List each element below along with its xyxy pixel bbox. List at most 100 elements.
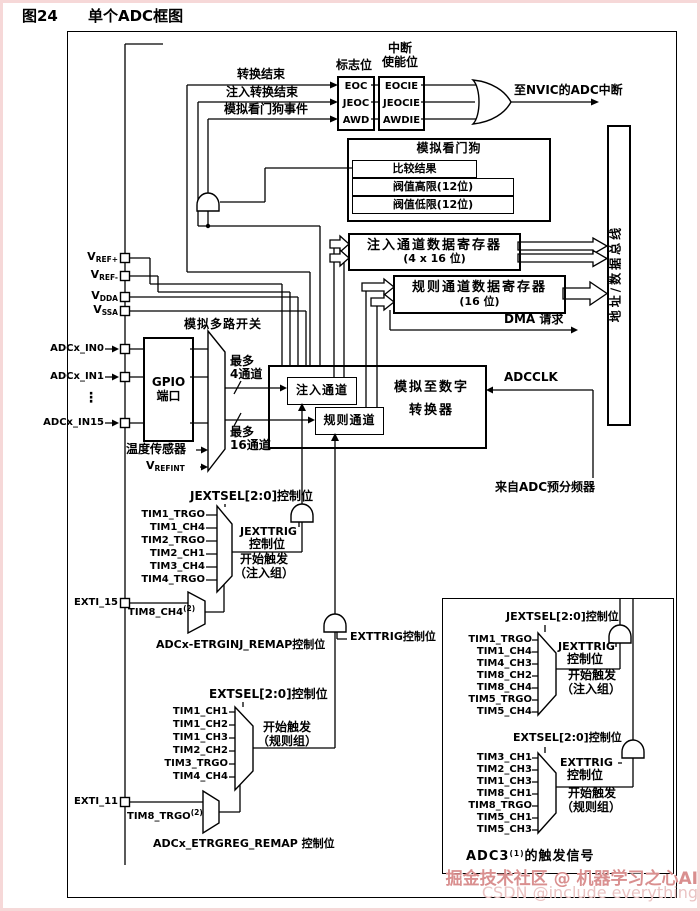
adc3-jexttrig-label-2: 控制位 (567, 652, 604, 666)
tim8-trgo-label: TIM8_TRGO(2) (127, 808, 203, 822)
adc3-inj-input-2: TIM4_CH3 (476, 658, 532, 669)
adc3-reg-start-1: 开始触发 (568, 786, 617, 800)
prescaler-label: 来自ADC预分频器 (495, 480, 596, 494)
watchdog-high-label: 阀值高限(12位) (392, 179, 474, 193)
adcclk-label: ADCCLK (504, 370, 558, 384)
jexttrig-gate (290, 503, 314, 523)
adc3-exttrig-gate (621, 739, 645, 759)
pin-ellipsis: ⋮ (84, 390, 98, 406)
watchdog-box: 模拟看门狗 (347, 138, 551, 222)
exttrig-gate (323, 613, 347, 633)
reg-reg-to-bus-arrow (562, 280, 609, 307)
adc3-inj-input-4: TIM8_CH4 (476, 682, 532, 693)
reg-input-4: TIM3_TRGO (164, 758, 228, 769)
adc-converter-box (268, 365, 487, 449)
etrgreg-remap-label: ADCx_ETRGREG_REMAP 控制位 (153, 837, 335, 850)
injected-channel-box: 注入通道 (287, 377, 357, 405)
adc3-reg-input-6: TIM5_CH3 (476, 824, 532, 835)
reg-remap-mux (202, 789, 220, 835)
adc3-reg-input-3: TIM8_CH1 (476, 788, 532, 799)
inj-ch-to-reg-arrow-2 (329, 248, 350, 268)
inj-ch-to-reg-arrow-1 (329, 234, 350, 254)
max4-label-1: 最多 (230, 354, 255, 368)
regular-register-size: (16 位) (459, 294, 500, 308)
reg-trigger-mux (234, 705, 254, 792)
max4-label-2: 4通道 (230, 367, 263, 381)
injected-register-size: (4 x 16 位) (403, 252, 466, 266)
inj-trigger-mux (216, 504, 233, 594)
signal-awd-label: 模拟看门狗事件 (224, 102, 309, 116)
etrginj-remap-label: ADCx-ETRGINJ_REMAP控制位 (156, 638, 326, 651)
adc3-reg-start-2: （规则组） (561, 800, 622, 814)
bus-label: 地址/数据总线 (608, 224, 623, 323)
pin-squares (119, 252, 131, 808)
adc3-extsel-label: EXTSEL[2:0]控制位 (513, 731, 622, 744)
multiplexers (187, 329, 557, 835)
address-data-bus (607, 125, 631, 426)
adc3-jextsel-label: JEXTSEL[2:0]控制位 (506, 610, 619, 623)
pin-label-adc-in1: ADCx_IN1 (50, 371, 104, 382)
adc3-jexttrig-label-1: JEXTTRIG (558, 640, 615, 653)
adc3-inj-mux (537, 631, 557, 717)
adc3-inj-start-2: （注入组） (561, 682, 622, 696)
adc3-reg-input-0: TIM3_CH1 (476, 752, 532, 763)
reg-input-3: TIM2_CH2 (172, 745, 228, 756)
pin-vdda (119, 291, 131, 303)
pin-label-vref-plus: VREF+ (87, 250, 118, 264)
pin-exti11 (119, 796, 131, 808)
pin-vssa (119, 305, 131, 317)
nvic-or-gate (471, 79, 512, 125)
signal-eoc-label: 转换结束 (237, 67, 286, 81)
extsel-label: EXTSEL[2:0]控制位 (209, 687, 328, 701)
inj-input-5: TIM4_TRGO (141, 574, 205, 585)
adc3-exttrig-label-1: EXTTRIG (560, 756, 613, 769)
pin-label-adc-in15: ADCx_IN15 (43, 417, 104, 428)
inj-input-2: TIM2_TRGO (141, 535, 205, 546)
pin-label-vref-minus: VREF- (90, 268, 118, 282)
jextsel-label: JEXTSEL[2:0]控制位 (190, 489, 314, 503)
adc3-jexttrig-gate (608, 624, 632, 644)
figure-number: 图24 (22, 7, 58, 25)
enable-eocie: EOCIE (384, 81, 419, 92)
vrefint-label: VREFINT (146, 459, 185, 473)
reg-input-1: TIM1_CH2 (172, 719, 228, 730)
adc3-reg-input-2: TIM1_CH3 (476, 776, 532, 787)
max16-label-2: 16通道 (230, 438, 271, 452)
wires (105, 43, 634, 865)
adc3-caption: ADC3(1)的触发信号 (466, 849, 595, 864)
watchdog-high-box: 阀值高限(12位) (352, 178, 514, 196)
pin-label-vssa: VSSA (93, 303, 118, 317)
flags-title: 标志位 (335, 58, 372, 72)
inj-input-0: TIM1_TRGO (141, 509, 205, 520)
enable-bits-box: EOCIE JEOCIE AWDIE (378, 76, 425, 131)
reg-ch-to-reg-arrow-1 (361, 277, 396, 297)
inj-start-label-1: 开始触发 (240, 552, 289, 566)
adc3-exttrig-label-2: 控制位 (567, 768, 604, 782)
pin-label-exti15: EXTI_15 (74, 597, 118, 608)
watermark-line2: CSDN @include everything (481, 883, 698, 902)
pin-adc-in0 (119, 343, 131, 355)
regular-data-register-box: 规则通道数据寄存器 (16 位) (393, 275, 566, 314)
enable-jeocie: JEOCIE (383, 98, 420, 109)
pin-vref-plus (119, 252, 131, 264)
adc3-inj-input-1: TIM1_CH4 (476, 646, 532, 657)
flag-awd: AWD (342, 115, 370, 126)
reg-ch-to-reg-arrow-2 (370, 292, 396, 312)
regular-channel-box: 规则通道 (315, 407, 384, 435)
reg-start-label-1: 开始触发 (263, 720, 312, 734)
gpio-label-1: GPIO (151, 375, 186, 390)
reg-input-2: TIM1_CH3 (172, 732, 228, 743)
regular-channel-label: 规则通道 (323, 413, 376, 428)
inj-start-label-2: （注入组） (234, 566, 295, 580)
pin-adc-in1 (119, 371, 131, 383)
adc3-reg-input-4: TIM8_TRGO (468, 800, 532, 811)
pin-adc-in15 (119, 417, 131, 429)
converter-name-2: 转换器 (408, 403, 454, 418)
pin-label-adc-in0: ADCx_IN0 (50, 343, 104, 354)
adc3-inj-input-0: TIM1_TRGO (468, 634, 532, 645)
enable-title-2: 使能位 (381, 55, 418, 69)
watchdog-low-label: 阀值低限(12位) (392, 197, 474, 211)
reg-start-label-2: （规则组） (257, 734, 318, 748)
flag-jeoc: JEOC (342, 98, 370, 109)
